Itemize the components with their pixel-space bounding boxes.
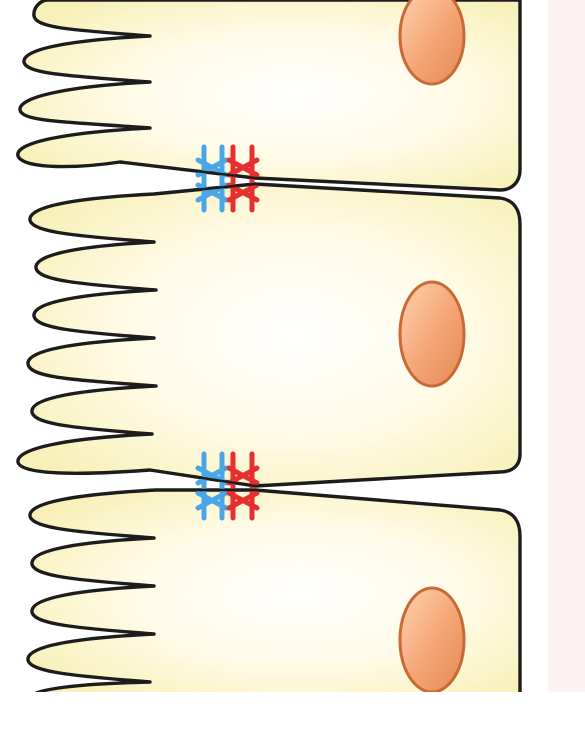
right-edge-tint bbox=[548, 0, 585, 692]
nucleus-top bbox=[400, 0, 464, 84]
nucleus-bottom bbox=[400, 588, 464, 692]
bottom-band bbox=[0, 692, 585, 732]
nucleus-middle bbox=[400, 282, 464, 386]
